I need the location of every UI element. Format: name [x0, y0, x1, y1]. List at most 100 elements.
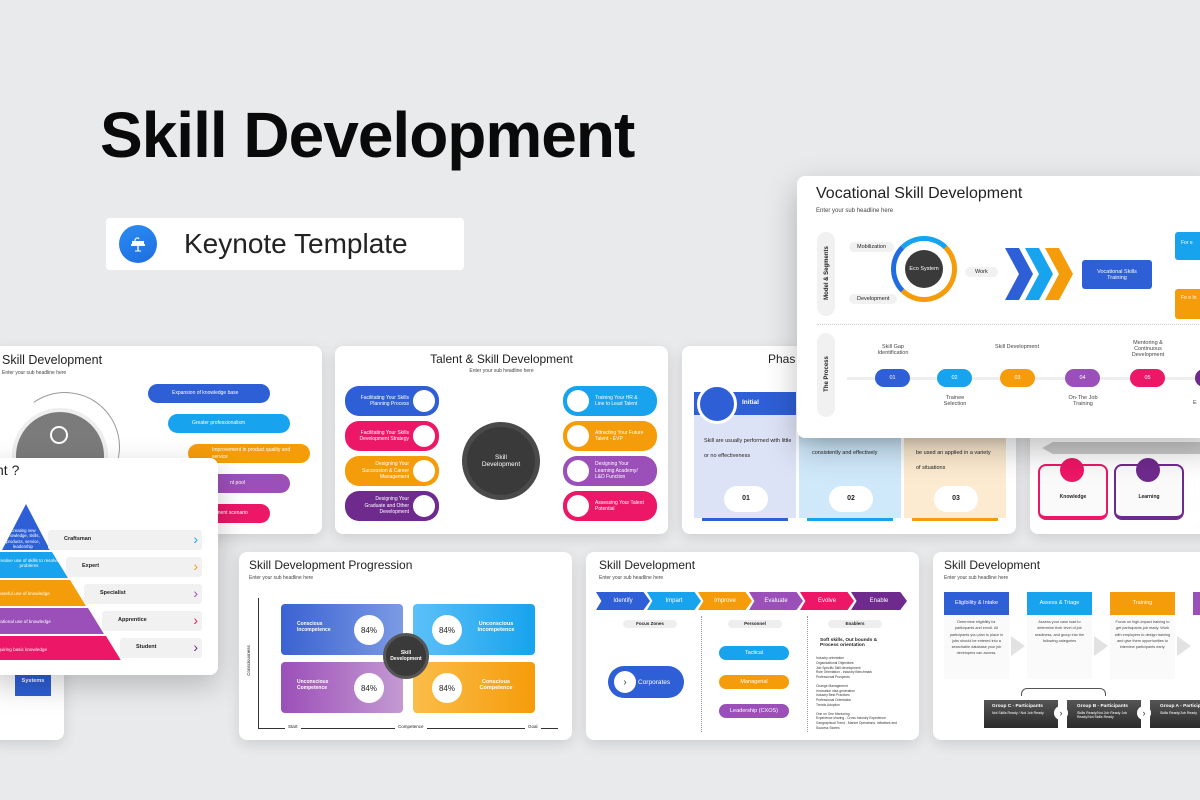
- percent-value: 84%: [354, 615, 384, 645]
- chevron-right-icon: ›: [193, 585, 198, 601]
- slide-title: Skill Development: [944, 558, 1041, 572]
- step-head: Assess & Triage: [1027, 592, 1092, 615]
- badge-label: Keynote Template: [184, 228, 408, 259]
- slide-knowledge[interactable]: a dire Knowledge Learning: [1030, 400, 1200, 534]
- quadrant: Unconscious Competence: [281, 662, 403, 713]
- group-box: Group C - Participants Not Skills Ready …: [984, 700, 1058, 728]
- column-divider: [807, 616, 808, 732]
- stage-arrow[interactable]: Improve: [698, 592, 752, 610]
- personnel-pill: Tactical: [719, 646, 789, 660]
- step-label: E: [1193, 400, 1197, 406]
- benefit-item: Expansion of knowledge base: [148, 384, 270, 403]
- group-box: Group B - Participants Skills Ready/Not …: [1067, 700, 1141, 728]
- slide-subtitle: Enter your sub headline here: [944, 575, 1009, 581]
- slide-subtitle: Enter your sub headline here: [816, 208, 894, 214]
- level-desc: reative use of skills to resolve problem…: [0, 558, 59, 568]
- slide-progression[interactable]: Skill Development Progression Enter your…: [239, 552, 572, 740]
- step-head: [1193, 592, 1200, 615]
- step-pill[interactable]: 05: [1130, 369, 1165, 387]
- personnel-pill: Leadership (CXOS): [719, 704, 789, 718]
- stage-arrow[interactable]: Enable: [851, 592, 907, 610]
- slide-title: Phas: [768, 352, 796, 366]
- assessment-icon: [567, 495, 589, 517]
- step-pill[interactable]: 02: [937, 369, 972, 387]
- slide-subtitle: Enter your sub headline here: [599, 575, 664, 581]
- slide-title: Skill Development: [2, 353, 103, 367]
- outcome-box: Fo e In: [1175, 289, 1200, 319]
- pyramid-graphic: [0, 504, 121, 660]
- role-row[interactable]: Specialist›: [84, 584, 202, 604]
- step-pill[interactable]: 03: [1000, 369, 1035, 387]
- chevron-right-icon: ›: [193, 612, 198, 628]
- plant-icon: [413, 495, 435, 517]
- slide-title: Talent & Skill Development: [430, 352, 573, 366]
- role-row[interactable]: Student›: [120, 638, 202, 658]
- level-desc: poseful use of knowledge: [0, 591, 50, 596]
- slide-pyramid[interactable]: nt ? Creating new knowledge, skills, pro…: [0, 458, 218, 675]
- brace-line: [1021, 688, 1106, 696]
- section-label-text: Model & Segments: [824, 246, 830, 300]
- phase-bar: [912, 518, 998, 521]
- arrow-right-icon: [1177, 636, 1191, 656]
- chevron-right-icon: ›: [1054, 706, 1068, 720]
- phase-bar: [702, 518, 788, 521]
- cycle-ring: [891, 236, 957, 302]
- step-label: Skill Development: [994, 344, 1040, 350]
- step-pill[interactable]: 04: [1065, 369, 1100, 387]
- center-hub: Skill Development: [462, 422, 540, 500]
- role-row[interactable]: Apprentice›: [102, 611, 202, 631]
- phase-number: 02: [829, 486, 873, 512]
- chevron-right-icon: ›: [193, 639, 198, 655]
- level-desc: vational use of knowledge: [0, 619, 51, 624]
- slide-title: Vocational Skill Development: [816, 185, 1023, 202]
- stage-arrow[interactable]: Identify: [596, 592, 650, 610]
- benefit-item: Greater professionalism: [168, 414, 290, 433]
- section-label-text: The Process: [824, 356, 830, 392]
- column-divider: [701, 616, 702, 732]
- y-axis: [258, 598, 259, 728]
- step-label: Mentoring & Continuous Development: [1131, 340, 1165, 358]
- clipboard-icon: [413, 390, 435, 412]
- phase-text: Skill are usually performed with little …: [704, 438, 792, 460]
- quadrant: Conscious Competence: [413, 662, 535, 713]
- section-label: [817, 333, 835, 417]
- phase-number: 01: [724, 486, 768, 512]
- slide-subtitle: Enter your sub headline here: [469, 368, 534, 374]
- slide-stages[interactable]: Skill Development Enter your sub headlin…: [586, 552, 919, 740]
- stage-arrow[interactable]: Evolve: [800, 592, 854, 610]
- percent-value: 84%: [354, 673, 384, 703]
- briefcase-icon: [1136, 458, 1160, 482]
- slide-intake[interactable]: Skill Development Enter your sub headlin…: [933, 552, 1200, 740]
- column-head: Personnel: [728, 620, 782, 628]
- cycle-label: Work: [965, 267, 998, 277]
- step-body: Focus on high-impact training to get par…: [1110, 615, 1175, 679]
- slide-vocational[interactable]: Vocational Skill Development Enter your …: [797, 176, 1200, 438]
- award-icon: [50, 426, 68, 444]
- level-desc: quiring basic knowledge: [0, 647, 48, 652]
- step-pill[interactable]: 01: [875, 369, 910, 387]
- step-label: On-The Job Training: [1068, 395, 1098, 407]
- x-axis-end: Goal: [525, 724, 541, 729]
- slide-title: nt ?: [0, 462, 20, 478]
- bulb-icon: [1060, 458, 1084, 482]
- y-axis-label: Consciousness: [245, 645, 251, 676]
- arrow-right-icon: [1094, 636, 1108, 656]
- stage-arrow[interactable]: Evaluate: [749, 592, 803, 610]
- stage-arrow[interactable]: Impart: [647, 592, 701, 610]
- hero-title: Skill Development: [100, 99, 635, 171]
- phase-bar: [807, 518, 893, 521]
- slide-talent[interactable]: Talent & Skill Development Enter your su…: [335, 346, 668, 534]
- role-row[interactable]: Expert›: [66, 557, 202, 577]
- growth-icon: [567, 425, 589, 447]
- phase-text: consistently and effectively: [812, 450, 878, 456]
- academy-icon: [567, 460, 589, 482]
- phase-number: 03: [934, 486, 978, 512]
- center-hub: Skill Development: [383, 633, 429, 679]
- enablers-heading: Soft skills, Out bounds & Process orient…: [820, 638, 878, 648]
- percent-value: 84%: [432, 615, 462, 645]
- step-pill[interactable]: [1195, 369, 1200, 387]
- team-icon: [413, 460, 435, 482]
- role-row[interactable]: Craftsman›: [48, 530, 202, 550]
- flow-icon: [413, 425, 435, 447]
